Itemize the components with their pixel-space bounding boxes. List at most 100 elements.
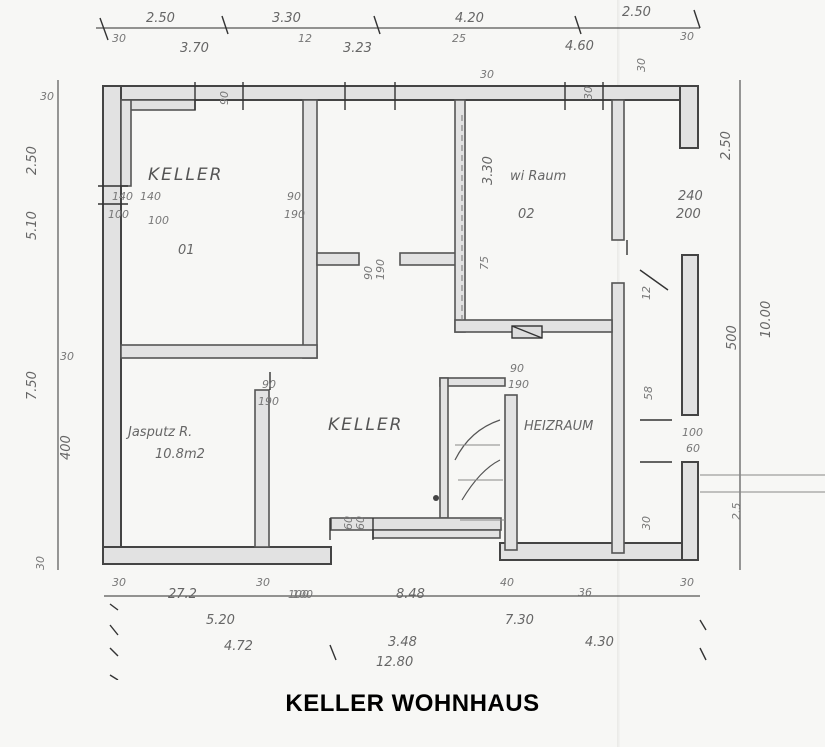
mid-dim-1: 3.30 [481, 156, 496, 185]
stair-wall-left [439, 377, 449, 519]
mid-dim-2: 75 [478, 256, 491, 270]
plan-title: KELLER WOHNHAUS [285, 690, 540, 717]
dim-left-1: 30 [40, 90, 54, 103]
stair-curve [454, 419, 501, 461]
door-marks [98, 82, 672, 540]
room-keller-01-dim-a: 140 [140, 190, 161, 203]
outer-wall-right-mid [681, 254, 699, 416]
dim-bottom-13: 12.80 [376, 655, 413, 670]
dim-top-2: 3.30 [272, 11, 301, 26]
stair-marker [433, 495, 439, 501]
dim-top-3: 4.20 [455, 11, 484, 26]
inner-wall-k01-top [120, 99, 196, 111]
outer-wall-top [102, 85, 699, 101]
dim-bottom-7: 36 [578, 586, 592, 599]
inner-wall-putz-right [254, 389, 270, 548]
inner-wall-r02-left [454, 99, 466, 333]
corridor-wall-a [316, 252, 360, 266]
room-02-name: wi Raum [510, 169, 566, 184]
opening-6-w: 140 [112, 190, 133, 203]
opening-4-w: 90 [262, 378, 276, 391]
dim-left-5: 7.50 [25, 371, 40, 400]
dim-bottom-5: 8.48 [396, 587, 425, 602]
dim-right-5: 500 [725, 325, 740, 350]
room-keller-01-dim-b: 100 [148, 214, 169, 227]
dim-top-9: 25 [452, 32, 466, 45]
inner-wall-k01-right [302, 99, 318, 359]
dim-bottom-14: 4.30 [585, 635, 614, 650]
dim-bottom-11: 7.30 [505, 613, 534, 628]
dim-right-11: 30 [640, 516, 653, 530]
floor-plan: 2.50 3.30 4.20 2.50 30 3.70 12 3.23 25 3… [25, 5, 825, 680]
dim-bottom-3: 30 [256, 576, 270, 589]
dim-left-7: 30 [34, 556, 47, 570]
dim-bottom-12: 3.48 [388, 635, 417, 650]
opening-1-w: 90 [218, 91, 231, 105]
dim-top-1: 2.50 [146, 11, 175, 26]
opening-7-w: 60 [342, 516, 355, 530]
dim-left-4: 30 [60, 350, 74, 363]
room-keller-01-name: KELLER [148, 165, 223, 185]
room-keller-main-name: KELLER [328, 415, 403, 435]
opening-2-h: 190 [284, 208, 305, 221]
dim-top-7: 12 [298, 32, 312, 45]
dim-ticks-top [99, 9, 701, 41]
dim-top-5: 30 [112, 32, 126, 45]
dim-left-6: 400 [59, 435, 74, 460]
inner-wall-right-lower [611, 282, 625, 554]
opening-2-w: 90 [287, 190, 301, 203]
opening-6-h: 100 [108, 208, 129, 221]
dim-right-4: 12 [640, 286, 653, 300]
dim-bottom-9: 5.20 [206, 613, 235, 628]
dim-right-6: 10.00 [759, 301, 774, 338]
inner-wall-k01-bottom [120, 344, 318, 359]
mid-dim-5: 30 [635, 58, 648, 72]
inner-wall-k01-left [120, 99, 132, 187]
dim-right-10: 2.5 [730, 503, 743, 521]
stair-curve-2 [461, 459, 501, 501]
dim-right-9: 60 [686, 442, 700, 455]
corridor-wall-b [399, 252, 459, 266]
outer-wall-right-low [681, 461, 699, 561]
dim-right-1: 2.50 [719, 131, 734, 160]
opening-5-w: 90 [510, 362, 524, 375]
room-keller-01-number: 01 [178, 243, 195, 258]
room-02-number: 02 [518, 207, 535, 222]
dim-bottom-8: 30 [680, 576, 694, 589]
dim-bottom-1: 30 [112, 576, 126, 589]
opening-3-w: 90 [362, 266, 375, 280]
dim-top-6: 3.70 [180, 41, 209, 56]
opening-5-h: 190 [508, 378, 529, 391]
dim-right-7: 58 [642, 386, 655, 400]
stair-steps [455, 444, 505, 521]
dim-top-10: 30 [480, 68, 494, 81]
inner-wall-right-upper [611, 99, 625, 241]
dim-bottom-6: 40 [500, 576, 514, 589]
outer-wall-bottom-right [499, 542, 699, 561]
room-heiz-name: HEIZRAUM [524, 419, 593, 434]
opening-8-w: 100 [292, 588, 313, 601]
chimney-hatch [511, 325, 543, 339]
dim-bottom-4: 100 [288, 588, 309, 601]
opening-3-h: 190 [374, 259, 387, 280]
dim-bottom-10: 4.72 [224, 639, 253, 654]
outer-wall-left [102, 85, 122, 565]
dim-right-3: 200 [676, 207, 701, 222]
dim-right-2: 240 [678, 189, 703, 204]
opening-4-h: 190 [258, 395, 279, 408]
dim-top-8: 3.23 [343, 41, 372, 56]
mid-dim-3: 30 [582, 86, 595, 100]
room-putz-name: Jasputz R. [125, 425, 192, 440]
dim-top-4: 2.50 [622, 5, 651, 20]
dim-left-2: 2.50 [25, 146, 40, 175]
dim-ticks-bottom [109, 603, 707, 680]
opening-8-h: 60 [354, 516, 367, 530]
stair-wall-top [439, 377, 506, 387]
dim-top-11: 4.60 [565, 39, 594, 54]
entrance-step-2 [372, 529, 501, 539]
room-putz-area: 10.8m2 [155, 447, 205, 462]
inner-wall-heiz-left [504, 394, 518, 551]
outer-wall-right-top [679, 85, 699, 149]
dim-top-12: 30 [680, 30, 694, 43]
dim-left-3: 5.10 [25, 211, 40, 240]
